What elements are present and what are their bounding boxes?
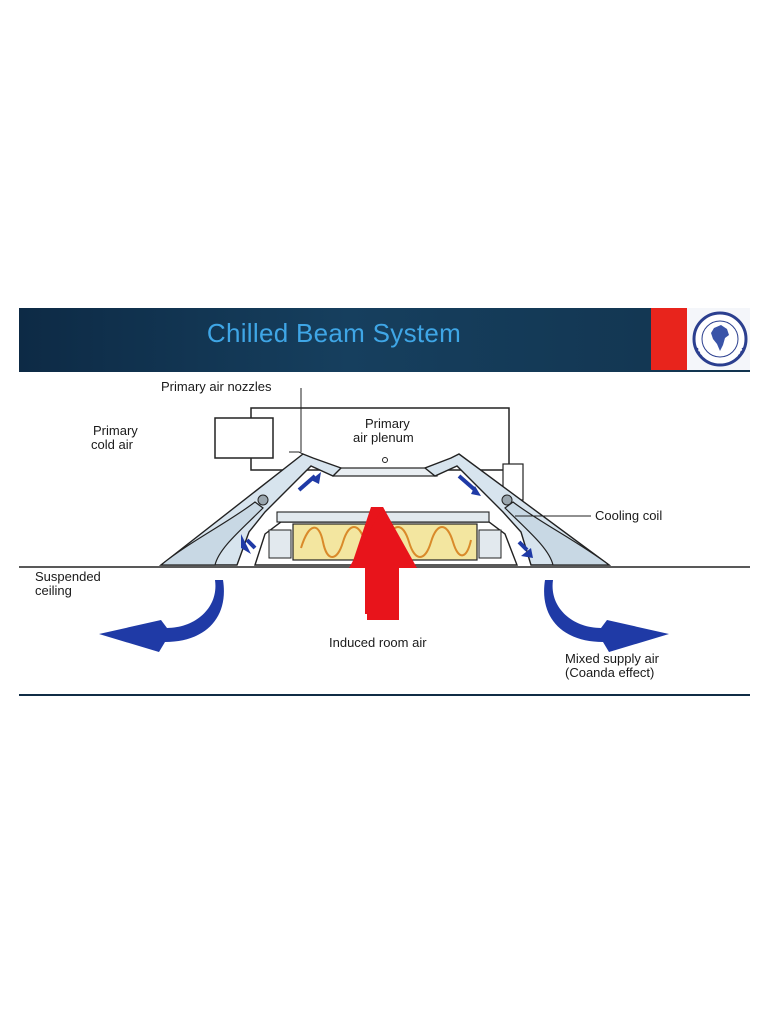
plenum-hole: [382, 457, 388, 463]
red-block: [651, 308, 687, 370]
label-suspended-ceiling-line1: Suspended: [35, 569, 101, 584]
logo-badge: [687, 308, 750, 370]
nozzle-arrow-right-1: [471, 486, 481, 496]
label-induced-room-air: Induced room air: [329, 635, 427, 650]
label-suspended-ceiling-line2: ceiling: [35, 583, 72, 598]
right-bolt: [501, 494, 513, 506]
slide-header: Chilled Beam System: [19, 308, 750, 372]
induced-room-air-arrow-body: [349, 507, 417, 620]
nozzle-arrow-left-1: [311, 472, 321, 484]
label-primary-air-nozzles: Primary air nozzles: [161, 379, 272, 394]
slide: Chilled Beam System: [19, 308, 750, 696]
label-mixed-supply-air-line2: (Coanda effect): [565, 665, 655, 680]
diagram-area: Primary air nozzles Primary cold air Pri…: [19, 372, 750, 696]
label-primary-air-plenum-line2: air plenum: [353, 430, 414, 445]
label-primary-cold-air-line2: cold air: [91, 437, 133, 452]
chilled-hindustan-emblem-icon: [692, 311, 748, 367]
supply-air-arrow-right: [544, 580, 669, 652]
nozzle-arrow-right-2-shaft: [517, 540, 529, 552]
slide-title: Chilled Beam System: [206, 318, 462, 348]
label-primary-cold-air-line1: Primary: [93, 423, 138, 438]
label-primary-air-plenum-line1: Primary: [365, 416, 410, 431]
nozzles-leader-2: [298, 451, 304, 455]
plenum-plate: [332, 467, 438, 477]
nozzle-arrow-right-2: [521, 548, 533, 558]
left-coil-bracket: [268, 529, 292, 559]
label-cooling-coil: Cooling coil: [595, 508, 663, 523]
logo: [651, 308, 750, 370]
right-coil-bracket: [478, 529, 502, 559]
nozzle-arrow-left-1-shaft: [297, 474, 317, 492]
nozzle-arrow-left-2: [241, 534, 251, 554]
primary-air-duct: [214, 417, 274, 459]
nozzle-arrow-left-2-shaft: [245, 538, 257, 550]
supply-air-arrow-left: [99, 580, 224, 652]
left-bolt: [257, 494, 269, 506]
left-skirt: [159, 501, 264, 566]
label-mixed-supply-air-line1: Mixed supply air: [565, 651, 659, 666]
right-skirt: [504, 501, 611, 566]
nozzle-arrow-right-1-shaft: [457, 474, 477, 492]
chilled-beam-diagram: [19, 388, 750, 652]
